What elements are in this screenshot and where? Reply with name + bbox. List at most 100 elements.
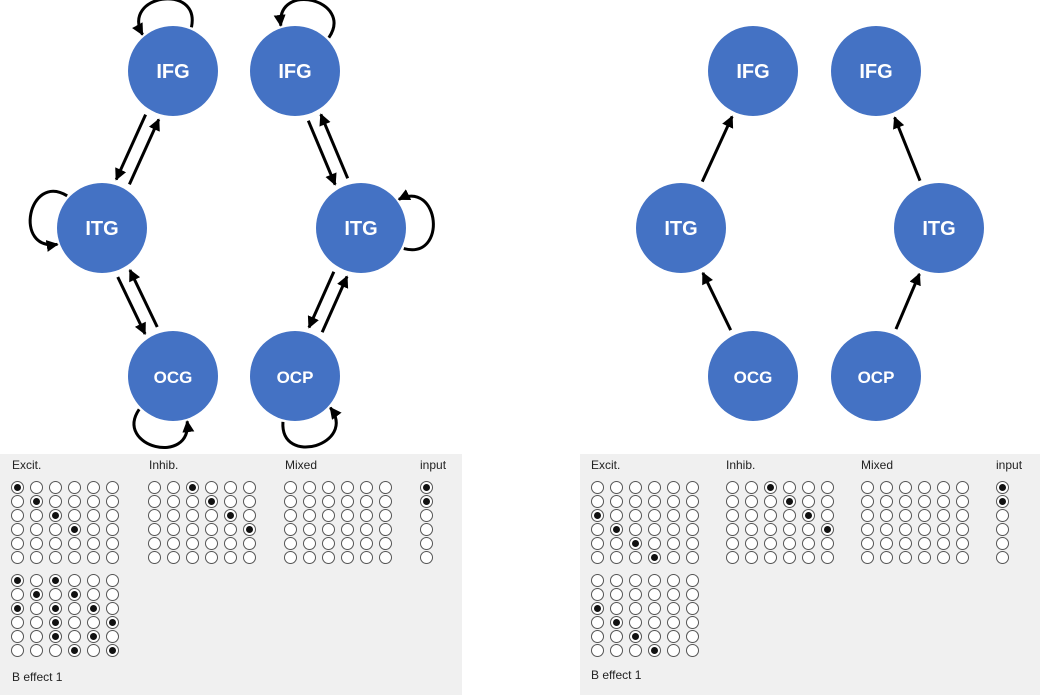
matrix-cell-off[interactable] — [629, 574, 642, 587]
matrix-cell-off[interactable] — [667, 551, 680, 564]
matrix-cell-on[interactable] — [629, 537, 642, 550]
matrix-cell-off[interactable] — [764, 523, 777, 536]
matrix-cell-off[interactable] — [821, 551, 834, 564]
matrix-cell-off[interactable] — [996, 551, 1009, 564]
matrix-cell-off[interactable] — [745, 481, 758, 494]
matrix-cell-off[interactable] — [11, 630, 24, 643]
matrix-cell-on[interactable] — [68, 644, 81, 657]
matrix-cell-off[interactable] — [686, 588, 699, 601]
matrix-cell-off[interactable] — [937, 551, 950, 564]
matrix-cell-off[interactable] — [764, 537, 777, 550]
matrix-cell-off[interactable] — [629, 551, 642, 564]
matrix-cell-off[interactable] — [591, 523, 604, 536]
matrix-cell-off[interactable] — [726, 537, 739, 550]
matrix-cell-off[interactable] — [167, 495, 180, 508]
matrix-cell-off[interactable] — [379, 523, 392, 536]
matrix-cell-on[interactable] — [106, 616, 119, 629]
matrix-cell-off[interactable] — [745, 551, 758, 564]
matrix-cell-off[interactable] — [610, 481, 623, 494]
matrix-cell-off[interactable] — [802, 523, 815, 536]
matrix-cell-off[interactable] — [224, 495, 237, 508]
matrix-cell-off[interactable] — [205, 509, 218, 522]
matrix-cell-off[interactable] — [87, 495, 100, 508]
matrix-cell-off[interactable] — [956, 509, 969, 522]
matrix-cell-off[interactable] — [49, 551, 62, 564]
matrix-cell-off[interactable] — [224, 481, 237, 494]
matrix-cell-off[interactable] — [284, 537, 297, 550]
matrix-cell-off[interactable] — [322, 495, 335, 508]
matrix-cell-off[interactable] — [667, 537, 680, 550]
matrix-cell-off[interactable] — [303, 495, 316, 508]
matrix-cell-off[interactable] — [821, 537, 834, 550]
matrix-cell-off[interactable] — [629, 523, 642, 536]
matrix-cell-off[interactable] — [667, 602, 680, 615]
matrix-cell-off[interactable] — [937, 509, 950, 522]
matrix-cell-off[interactable] — [30, 537, 43, 550]
matrix-cell-off[interactable] — [148, 481, 161, 494]
matrix-cell-off[interactable] — [937, 495, 950, 508]
matrix-cell-off[interactable] — [341, 523, 354, 536]
matrix-cell-off[interactable] — [106, 551, 119, 564]
matrix-cell-off[interactable] — [87, 644, 100, 657]
matrix-cell-off[interactable] — [591, 537, 604, 550]
matrix-cell-off[interactable] — [591, 551, 604, 564]
matrix-cell-off[interactable] — [764, 495, 777, 508]
matrix-cell-off[interactable] — [341, 481, 354, 494]
matrix-cell-off[interactable] — [322, 481, 335, 494]
matrix-cell-off[interactable] — [30, 523, 43, 536]
matrix-cell-off[interactable] — [379, 537, 392, 550]
matrix-cell-off[interactable] — [591, 630, 604, 643]
matrix-cell-off[interactable] — [379, 481, 392, 494]
matrix-cell-off[interactable] — [648, 481, 661, 494]
matrix-cell-off[interactable] — [68, 616, 81, 629]
matrix-cell-off[interactable] — [802, 551, 815, 564]
matrix-cell-off[interactable] — [49, 495, 62, 508]
matrix-cell-off[interactable] — [610, 630, 623, 643]
matrix-cell-off[interactable] — [880, 481, 893, 494]
matrix-cell-off[interactable] — [87, 588, 100, 601]
matrix-cell-off[interactable] — [341, 537, 354, 550]
matrix-cell-off[interactable] — [745, 537, 758, 550]
matrix-cell-off[interactable] — [610, 509, 623, 522]
matrix-cell-off[interactable] — [243, 537, 256, 550]
matrix-cell-off[interactable] — [610, 644, 623, 657]
matrix-cell-off[interactable] — [186, 537, 199, 550]
matrix-cell-off[interactable] — [303, 537, 316, 550]
matrix-cell-off[interactable] — [87, 616, 100, 629]
matrix-cell-on[interactable] — [106, 644, 119, 657]
matrix-cell-off[interactable] — [610, 495, 623, 508]
matrix-cell-off[interactable] — [591, 481, 604, 494]
matrix-cell-off[interactable] — [322, 523, 335, 536]
matrix-cell-off[interactable] — [686, 551, 699, 564]
matrix-cell-off[interactable] — [205, 551, 218, 564]
matrix-cell-off[interactable] — [11, 616, 24, 629]
matrix-cell-off[interactable] — [667, 588, 680, 601]
matrix-cell-off[interactable] — [341, 509, 354, 522]
matrix-cell-on[interactable] — [87, 630, 100, 643]
matrix-cell-on[interactable] — [648, 644, 661, 657]
matrix-cell-off[interactable] — [783, 481, 796, 494]
matrix-cell-off[interactable] — [205, 481, 218, 494]
matrix-cell-off[interactable] — [726, 523, 739, 536]
matrix-cell-off[interactable] — [648, 537, 661, 550]
matrix-cell-on[interactable] — [49, 509, 62, 522]
matrix-cell-off[interactable] — [783, 551, 796, 564]
matrix-cell-off[interactable] — [30, 509, 43, 522]
matrix-cell-off[interactable] — [379, 509, 392, 522]
matrix-cell-off[interactable] — [68, 551, 81, 564]
matrix-cell-off[interactable] — [420, 537, 433, 550]
matrix-cell-off[interactable] — [764, 551, 777, 564]
matrix-cell-off[interactable] — [861, 481, 874, 494]
matrix-cell-off[interactable] — [821, 481, 834, 494]
matrix-cell-off[interactable] — [821, 495, 834, 508]
matrix-cell-on[interactable] — [49, 630, 62, 643]
matrix-cell-off[interactable] — [899, 509, 912, 522]
matrix-cell-off[interactable] — [880, 537, 893, 550]
matrix-cell-off[interactable] — [937, 537, 950, 550]
matrix-cell-off[interactable] — [667, 574, 680, 587]
matrix-cell-off[interactable] — [667, 495, 680, 508]
matrix-cell-off[interactable] — [148, 509, 161, 522]
matrix-cell-off[interactable] — [11, 523, 24, 536]
matrix-cell-off[interactable] — [87, 551, 100, 564]
matrix-cell-on[interactable] — [821, 523, 834, 536]
